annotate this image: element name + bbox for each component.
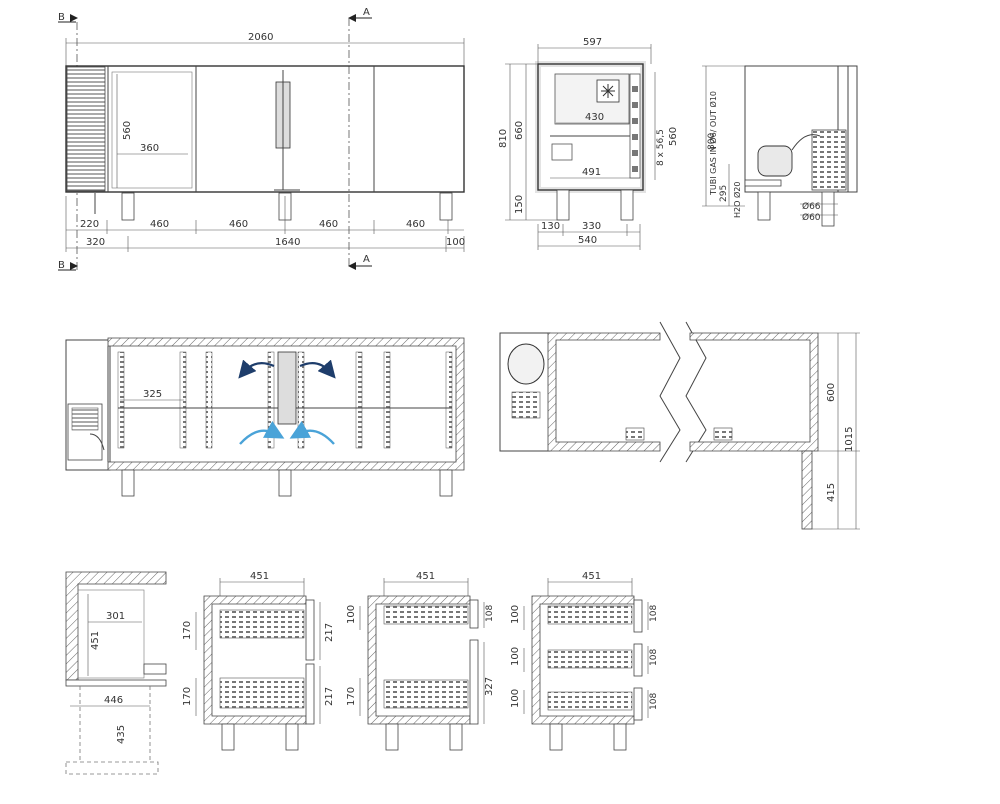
leg-1 [121,192,135,221]
config-a-front-h1: 217 [324,623,335,642]
drawer-inner-width-dim: 301 [106,611,125,622]
config-c-front-h3: 108 [649,693,659,710]
config-a-drawer-h2: 170 [182,687,193,706]
side-foot-span-dim: 330 [582,221,601,232]
bottom-left-dim: 320 [86,237,105,248]
compressor-grille [66,66,106,192]
rail-height-dim: 560 [668,127,679,146]
section-label-a-bottom: A [363,254,370,265]
spacing-dim-1: 460 [150,219,169,230]
side-base-width-dim: 540 [578,235,597,246]
config-a-front-h2: 217 [324,687,335,706]
side-leg-height-dim: 150 [514,195,525,214]
config-c-drawer-2 [547,649,633,669]
section-mark-b-top: B [58,12,78,23]
config-b-width-dim: 451 [416,571,435,582]
config-a-width-dim: 451 [250,571,269,582]
drawer-section-view: 301 451 446 435 [65,571,167,775]
config-c-drawer-h3: 100 [510,689,521,708]
section-label-b-bottom: B [58,260,65,271]
side-inner-width-dim: 430 [585,112,604,123]
config-a-drawer-h1: 170 [182,621,193,640]
side-leg-2 [620,189,634,221]
rail-brackets [629,73,641,179]
config-c-drawer-h1: 100 [510,605,521,624]
water-height-dim: 295 [719,185,729,202]
condenser-coil [811,129,847,191]
dia-water-dim: Ø60 [802,212,821,223]
drawer-config-c: 451 100 100 100 108 108 108 [510,571,659,751]
side-foot-offset-dim: 130 [541,221,560,232]
gas-pipes-label: TUBI GAS IN Ø6/ OUT Ø10 [708,91,718,196]
section-lower-dim: 415 [826,483,837,502]
config-b-drawer-2 [383,679,469,709]
section-mark-b-bottom: B [58,260,78,271]
front-view: B B A A 2060 [58,7,465,271]
plan-condenser [71,407,99,431]
compressor-icon [757,145,793,177]
bottom-right-dim: 100 [446,237,465,248]
side-view: 597 430 491 8 x 56,5 560 [498,37,679,250]
side-width-dim: 597 [583,37,602,48]
section-label-a-top: A [363,7,370,18]
door-width-dim: 360 [140,143,159,154]
drawer-leg-dim: 435 [116,725,127,744]
config-c-front-h2: 108 [649,649,659,666]
bottom-mid-dim: 1640 [275,237,300,248]
drawer-config-a: 451 170 170 217 217 [182,571,335,751]
drawer-base-width-dim: 446 [104,695,123,706]
section-mark-a-bottom: A [348,254,372,270]
piping-height-dim: 800 [707,133,717,150]
config-c-width-dim: 451 [582,571,601,582]
spacing-dim-4: 460 [406,219,425,230]
side-leg-1 [556,189,570,221]
left-offset-dim: 220 [80,219,99,230]
config-b-front-h: 108 [485,605,495,622]
door-height-dim: 560 [122,121,133,140]
config-b-drawer-h2: 170 [346,687,357,706]
plan-fan-column [277,351,297,425]
rails-dim: 8 x 56,5 [656,129,666,166]
spacing-dim-3: 460 [319,219,338,230]
config-b-drawer-1 [383,605,469,625]
plan-view: 325 [65,337,465,497]
config-a-drawer-1 [219,609,305,639]
section-label-b-top: B [58,12,65,23]
section-fan-icon [507,343,545,385]
drawer-config-b: 451 100 170 108 327 [346,571,495,751]
plan-shelf-depth-dim: 325 [143,389,162,400]
leg-3 [439,192,453,221]
water-label: H2O Ø20 [732,182,742,218]
piping-view: 800 TUBI GAS IN Ø6/ OUT Ø10 295 H2O Ø20 … [702,65,858,227]
dia-gas-dim: Ø66 [802,201,821,212]
side-depth-dim: 491 [582,167,601,178]
config-c-drawer-h2: 100 [510,647,521,666]
airflow-arrows [238,359,336,445]
side-height-dim: 810 [498,129,509,148]
section-upper-dim: 600 [826,383,837,402]
side-inner-height-dim: 660 [514,121,525,140]
config-b-door-h: 327 [484,677,495,696]
drawer-inner-height-dim: 451 [90,631,101,650]
config-c-drawer-1 [547,605,633,625]
front-width-dim: 2060 [248,32,273,43]
section-view: 600 415 1015 [499,321,860,530]
section-total-dim: 1015 [844,427,855,452]
config-b-drawer-h: 100 [346,605,357,624]
config-a-drawer-2 [219,677,305,709]
config-c-drawer-3 [547,691,633,711]
spacing-dim-2: 460 [229,219,248,230]
section-mark-a-top: A [348,7,372,22]
config-c-front-h1: 108 [649,605,659,622]
